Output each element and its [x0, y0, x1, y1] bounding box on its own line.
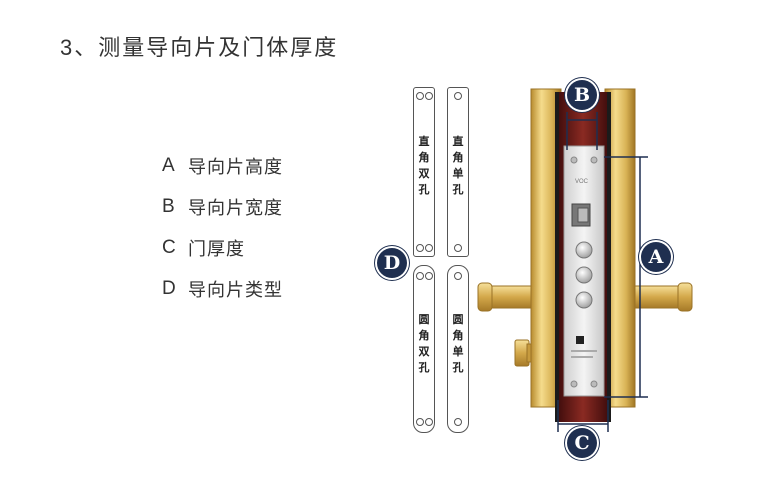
marker-b: B: [567, 80, 597, 110]
legend: A 导向片高度 B 导向片宽度 C 门厚度 D 导向片类型: [162, 145, 283, 309]
legend-key: C: [162, 236, 176, 258]
legend-text: 导向片高度: [188, 156, 283, 177]
legend-key: B: [162, 195, 175, 217]
screw-hole: [416, 418, 424, 426]
dimension-b: [566, 112, 598, 150]
plate-label: 圆角 双孔: [418, 314, 430, 374]
marker-d: D: [377, 248, 407, 278]
screw-hole: [416, 272, 424, 280]
legend-key: D: [162, 277, 176, 299]
legend-text: 导向片类型: [188, 279, 283, 300]
dimension-c: [557, 400, 609, 432]
screw-hole: [454, 92, 462, 100]
legend-item-c: C 门厚度: [162, 227, 283, 268]
strike-plate-square-single: 直角 单孔: [447, 87, 469, 257]
marker-c: C: [567, 428, 597, 458]
screw-hole: [454, 244, 462, 252]
screw-hole: [416, 92, 424, 100]
screw-hole: [454, 272, 462, 280]
screw-hole: [425, 244, 433, 252]
plate-label: 圆角 单孔: [452, 314, 464, 374]
legend-text: 导向片宽度: [188, 197, 283, 218]
legend-item-b: B 导向片宽度: [162, 186, 283, 227]
screw-hole: [416, 244, 424, 252]
plate-label: 直角 单孔: [452, 136, 464, 196]
screw-hole: [425, 272, 433, 280]
legend-key: A: [162, 154, 175, 176]
legend-item-a: A 导向片高度: [162, 145, 283, 186]
screw-hole: [425, 92, 433, 100]
page-title: 3、测量导向片及门体厚度: [60, 35, 339, 60]
strike-plate-square-double: 直角 双孔: [413, 87, 435, 257]
plate-label: 直角 双孔: [418, 136, 430, 196]
screw-hole: [425, 418, 433, 426]
lock-brand-text: VOC: [575, 179, 589, 185]
strike-plate-round-single: 圆角 单孔: [447, 265, 469, 433]
marker-a: A: [641, 242, 671, 272]
legend-item-d: D 导向片类型: [162, 268, 283, 309]
screw-hole: [454, 418, 462, 426]
handle-right: [627, 282, 693, 312]
strike-plate-round-double: 圆角 双孔: [413, 265, 435, 433]
dimension-a: [604, 156, 648, 398]
legend-text: 门厚度: [188, 238, 245, 259]
